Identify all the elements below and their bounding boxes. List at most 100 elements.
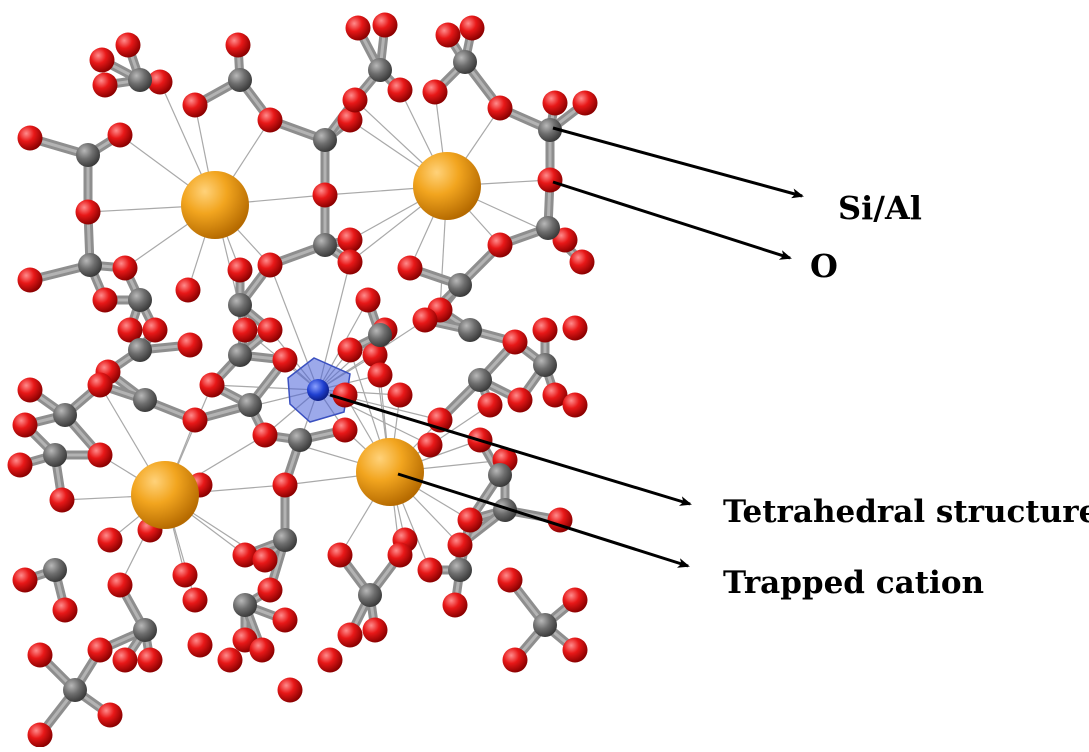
cation-atom [181,171,249,239]
si-al-atom [233,593,257,617]
si-al-atom [53,403,77,427]
oxygen-atom [562,637,588,663]
oxygen-atom [175,277,201,303]
oxygen-atom [92,287,118,313]
oxygen-atom [562,315,588,341]
oxygen-atom [252,547,278,573]
oxygen-atom [97,527,123,553]
oxygen-atom [507,387,533,413]
oxygen-atom [317,647,343,673]
oxygen-atom [87,442,113,468]
oxygen-atom [272,472,298,498]
oxygen-atom [552,227,578,253]
oxygen-atom [182,407,208,433]
oxygen-atom [447,532,473,558]
oxygen-atom [17,377,43,403]
oxygen-atom [562,587,588,613]
si-al-atom [273,528,297,552]
oxygen-atom [27,722,53,748]
oxygen-atom [502,329,528,355]
oxygen-atom [252,422,278,448]
oxygen-atom [227,257,253,283]
si-al-atom [368,323,392,347]
oxygen-atom [487,232,513,258]
oxygen-atom [532,317,558,343]
oxygen-atom [337,249,363,275]
si-al-atoms [43,50,562,702]
oxygen-atom [417,432,443,458]
si-al-atom [76,143,100,167]
oxygen-atom [387,382,413,408]
oxygen-atom [27,642,53,668]
si-al-atom [78,253,102,277]
oxygen-atom [137,647,163,673]
oxygen-atom [225,32,251,58]
oxygen-atom [542,90,568,116]
si-al-atom [128,68,152,92]
oxygen-atom [97,702,123,728]
oxygen-atom [142,317,168,343]
oxygen-atom [199,372,225,398]
oxygen-atom [542,382,568,408]
oxygen-atom [345,15,371,41]
si-al-atom [288,428,312,452]
oxygen-atom [502,647,528,673]
oxygen-atom [497,567,523,593]
cation-atom [131,461,199,529]
si-al-atom [448,273,472,297]
oxygen-atom [569,249,595,275]
oxygen-atom [257,252,283,278]
oxygen-atom [217,647,243,673]
oxygen-atom [107,122,133,148]
oxygen-atom [387,542,413,568]
label-trapped-cation: Trapped cation [723,565,985,601]
oxygen-atom [337,337,363,363]
si-al-atom [228,343,252,367]
oxygen-atom [272,347,298,373]
arrow-si-al [552,126,804,199]
oxygen-atom [355,287,381,313]
si-al-atom [43,558,67,582]
oxygen-atom [342,87,368,113]
si-al-atom [536,216,560,240]
cation-atom [356,438,424,506]
si-al-atom [448,558,472,582]
arrow-oxygen [552,180,792,260]
si-al-atom [43,443,67,467]
oxygen-atom [487,95,513,121]
oxygen-atom [187,632,213,658]
oxygen-atom [75,199,101,225]
cations [131,152,481,529]
si-al-atom [313,128,337,152]
arrow-trapped-cation [397,472,690,568]
oxygen-atom [477,392,503,418]
oxygen-atom [537,167,563,193]
oxygen-atom [337,227,363,253]
si-al-atom [228,68,252,92]
si-al-atom [133,388,157,412]
oxygen-atom [87,372,113,398]
si-al-atom [313,233,337,257]
oxygen-atom [327,542,353,568]
label-oxygen: O [810,247,838,285]
oxygen-atom [232,317,258,343]
oxygen-atom [332,417,358,443]
oxygen-atom [52,597,78,623]
oxygen-atom [257,107,283,133]
oxygen-atom [117,317,143,343]
oxygen-atom [257,317,283,343]
oxygen-atom [362,342,388,368]
si-al-atom [453,50,477,74]
si-al-atom [128,288,152,312]
label-tetrahedral-structure: Tetrahedral structure [723,494,1089,530]
oxygen-atom [89,47,115,73]
oxygen-atom [367,362,393,388]
oxygen-atom [442,592,468,618]
oxygen-atom [457,507,483,533]
oxygen-atom [572,90,598,116]
si-al-atom [228,293,252,317]
oxygen-atom [372,12,398,38]
oxygen-atom [387,77,413,103]
oxygen-atom [17,125,43,151]
si-al-atom [133,618,157,642]
